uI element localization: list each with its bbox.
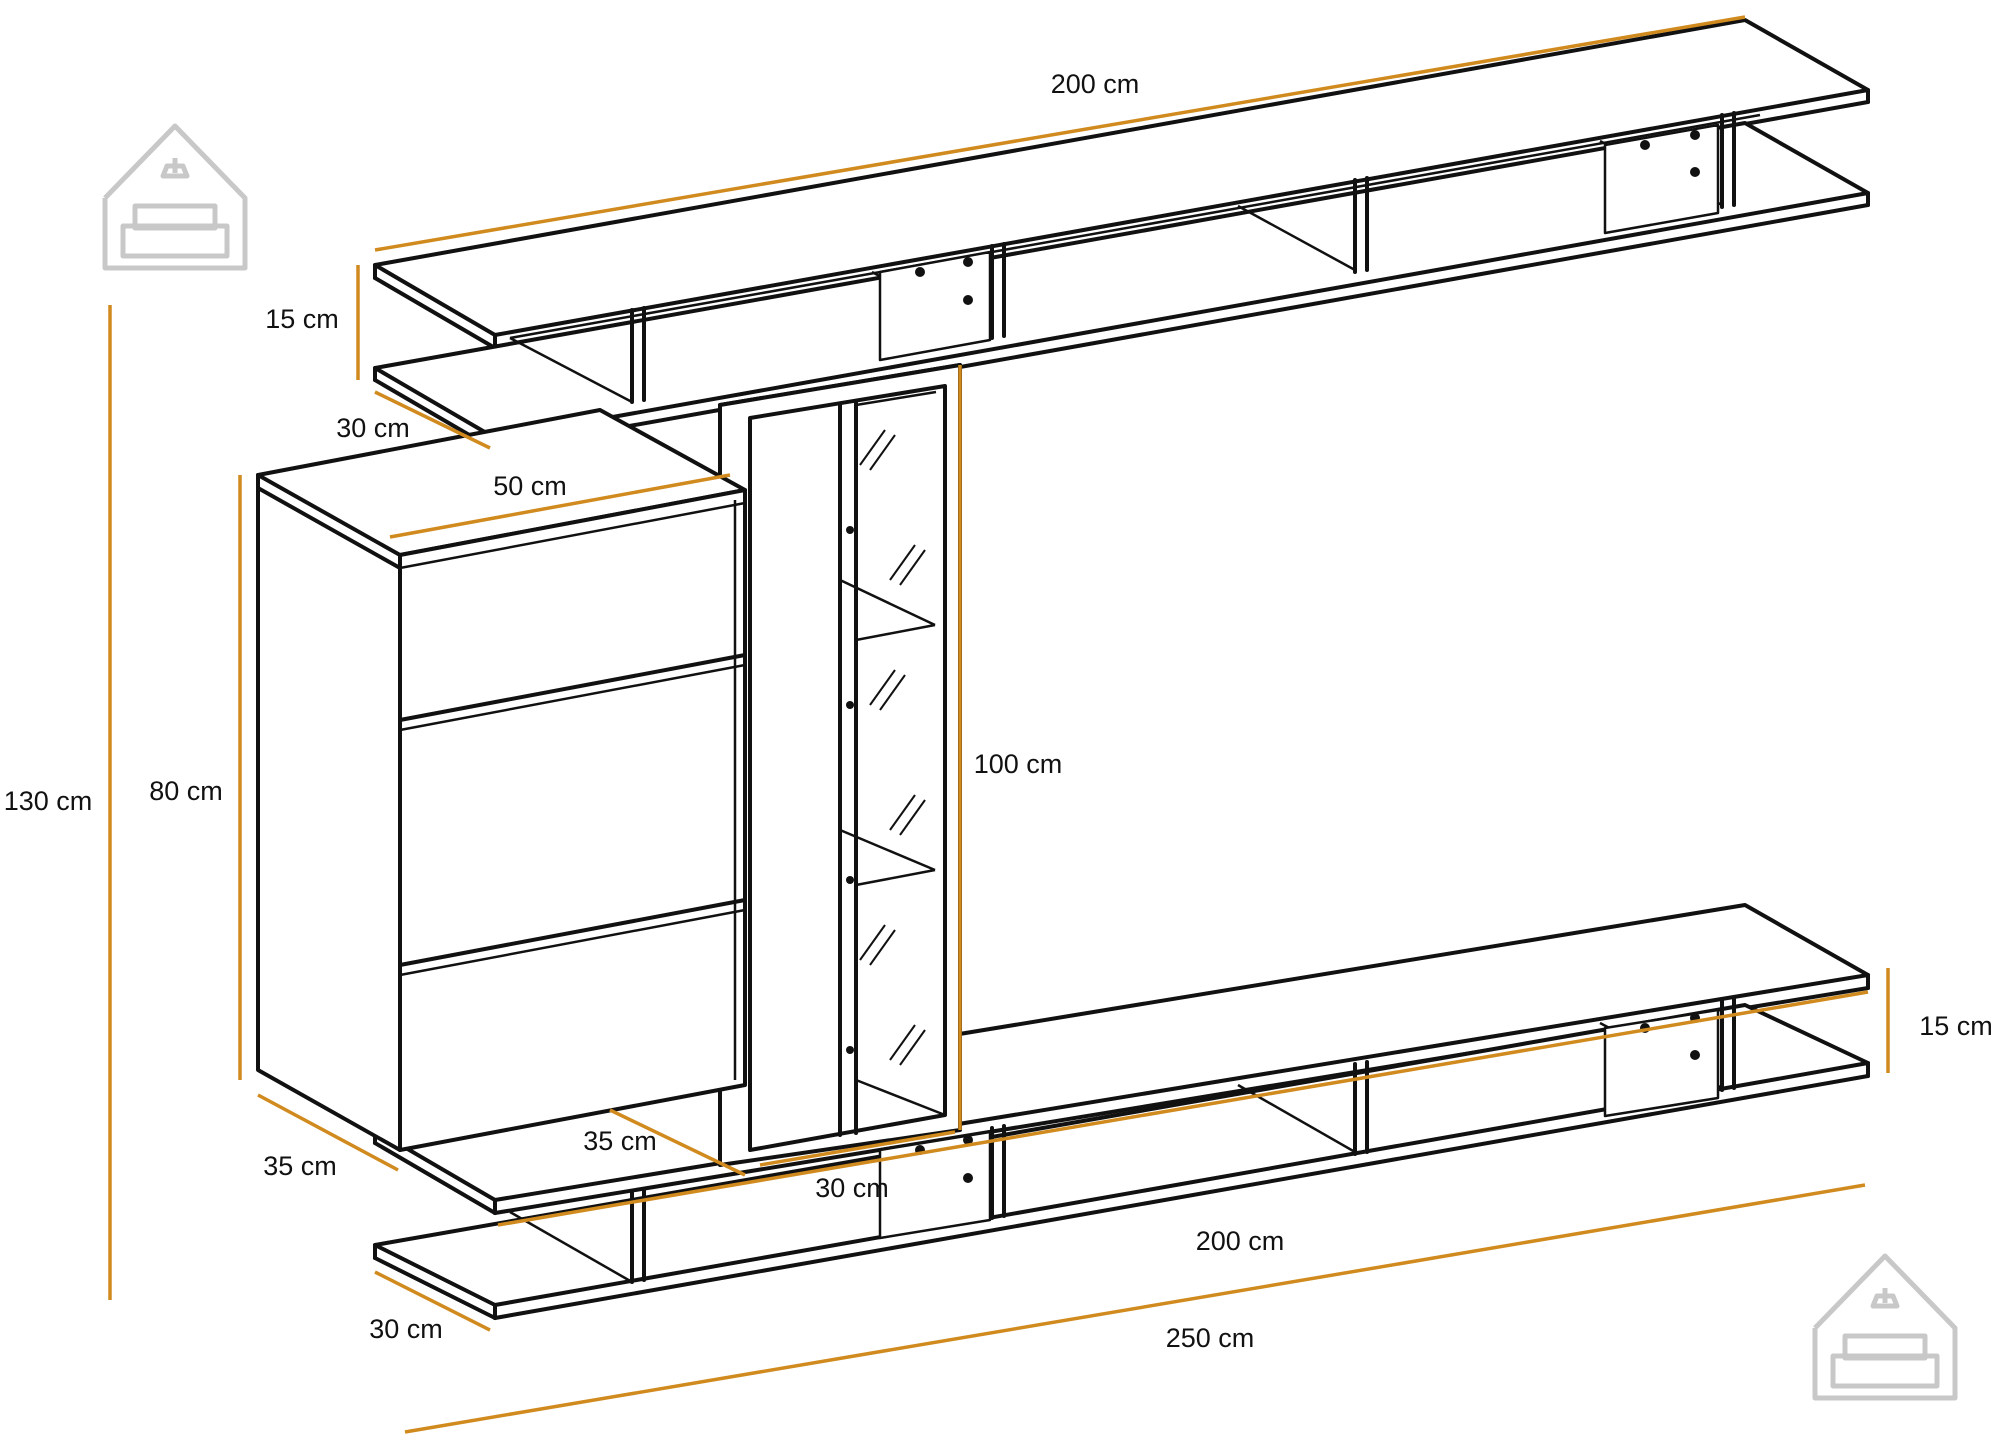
dim-line-cabinet-depth [257, 1093, 399, 1172]
dim-line-bottom-length [497, 990, 1869, 1227]
label-top-shelf-depth: 30 cm [336, 413, 410, 443]
label-top-shelf-height: 15 cm [265, 304, 339, 334]
glass-vitrine [718, 363, 962, 1167]
label-bottom-shelf-height: 15 cm [1919, 1011, 1993, 1041]
dim-line-total-length [404, 1183, 1866, 1434]
label-cabinet-height: 80 cm [149, 776, 223, 806]
label-total-length: 250 cm [1166, 1323, 1255, 1353]
drawer-cabinet [256, 408, 747, 1152]
dimension-labels: 200 cm 15 cm 30 cm 50 cm 80 cm 35 cm 35 … [4, 69, 1993, 1353]
label-vitrine-height: 100 cm [974, 749, 1063, 779]
dim-line-top-depth [374, 390, 491, 450]
dim-line-vitrine-width [759, 1130, 956, 1167]
label-cabinet-depth: 35 cm [263, 1151, 337, 1181]
label-top-shelf-length: 200 cm [1051, 69, 1140, 99]
dim-line-top-length [374, 15, 1746, 252]
top-wall-shelf [373, 18, 1870, 452]
dim-line-vitrine-depth [609, 1108, 746, 1177]
glass-reflection-marks [859, 429, 926, 1066]
label-cabinet-width: 50 cm [493, 471, 567, 501]
dim-line-cabinet-width [389, 473, 731, 539]
house-sofa-logo-icon [102, 123, 248, 271]
dim-line-bottom-depth [374, 1270, 491, 1332]
label-bottom-shelf-depth: 30 cm [369, 1314, 443, 1344]
label-vitrine-depth: 35 cm [583, 1126, 657, 1156]
dimension-lines [108, 15, 1890, 1434]
label-bottom-shelf-length: 200 cm [1196, 1226, 1285, 1256]
label-vitrine-width: 30 cm [815, 1173, 889, 1203]
label-total-height: 130 cm [4, 786, 93, 816]
house-sofa-logo-icon-bottom [1812, 1253, 1958, 1401]
